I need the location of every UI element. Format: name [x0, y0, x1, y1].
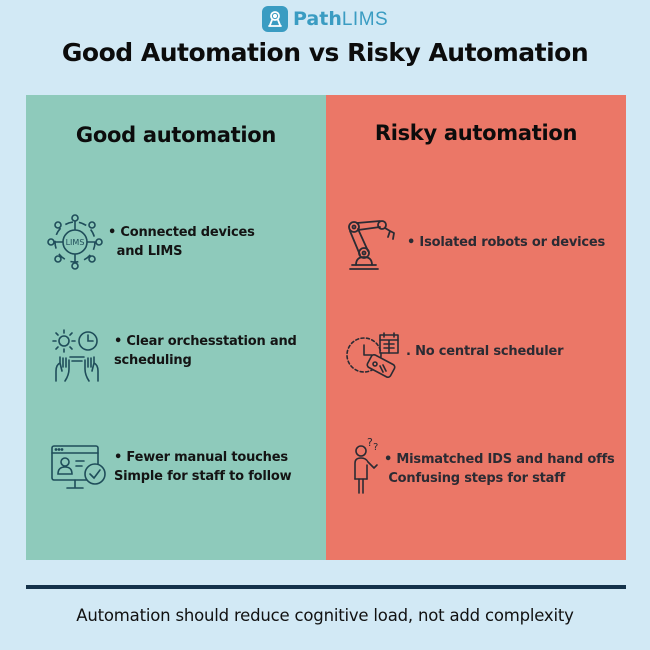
good-item-fewer-touches: • Fewer manual touches Simple for staff … [50, 443, 292, 491]
brand-name-light: LIMS [341, 8, 389, 30]
confused-person-icon: ? ? [352, 435, 382, 497]
brand-logo: PathLIMS [262, 5, 388, 33]
risky-item-mismatched: ? ? • Mismatched IDS and hand offs Confu… [352, 435, 615, 497]
good-item-line1: • Connected devices [108, 225, 255, 240]
orchestration-scheduling-icon [50, 327, 104, 383]
clock-calendar-id-icon [344, 331, 400, 381]
svg-text:?: ? [373, 442, 378, 453]
good-item-line2: and LIMS [108, 244, 183, 259]
good-automation-panel: Good automation LIMS • Connected devices… [26, 95, 326, 560]
brand-name-bold: Path [293, 7, 342, 30]
risky-automation-panel: Risky automation • Isolated robots or de… [326, 95, 626, 560]
svg-text:?: ? [367, 436, 373, 449]
good-item-connected: LIMS • Connected devices and LIMS [46, 213, 255, 271]
risky-item-line1: • Mismatched IDS and hand offs [384, 452, 615, 467]
risky-item-text: • Isolated robots or devices [407, 233, 605, 252]
good-item-line2: scheduling [114, 353, 192, 368]
risky-item-no-scheduler: . No central scheduler [344, 331, 564, 381]
svg-text:LIMS: LIMS [66, 238, 85, 247]
microscope-icon [262, 6, 288, 32]
user-screen-check-icon [50, 443, 108, 491]
risky-item-isolated: • Isolated robots or devices [346, 219, 605, 271]
footer-tagline: Automation should reduce cognitive load,… [76, 606, 574, 625]
brand-name: PathLIMS [293, 8, 388, 31]
divider [26, 585, 626, 589]
good-item-line1: • Clear orchesstation and [114, 334, 297, 349]
risky-item-text: . No central scheduler [406, 342, 564, 361]
good-item-text: • Connected devices and LIMS [108, 223, 255, 261]
risky-item-line1: . No central scheduler [406, 343, 564, 359]
lims-network-icon: LIMS [46, 213, 104, 271]
risky-item-line2: Confusing steps for staff [384, 471, 566, 486]
good-item-orchestration: • Clear orchesstation and scheduling [50, 327, 297, 383]
good-item-text: • Fewer manual touches Simple for staff … [114, 448, 292, 486]
good-item-line2: Simple for staff to follow [114, 469, 292, 484]
good-item-text: • Clear orchesstation and scheduling [114, 332, 297, 370]
risky-item-line1: • Isolated robots or devices [407, 234, 606, 250]
good-panel-title: Good automation [75, 123, 277, 147]
risky-item-text: • Mismatched IDS and hand offs Confusing… [384, 450, 615, 488]
risky-panel-title: Risky automation [374, 121, 578, 145]
page-title: Good Automation vs Risky Automation [61, 38, 589, 67]
robot-arm-icon [346, 219, 396, 271]
good-item-line1: • Fewer manual touches [114, 450, 288, 465]
